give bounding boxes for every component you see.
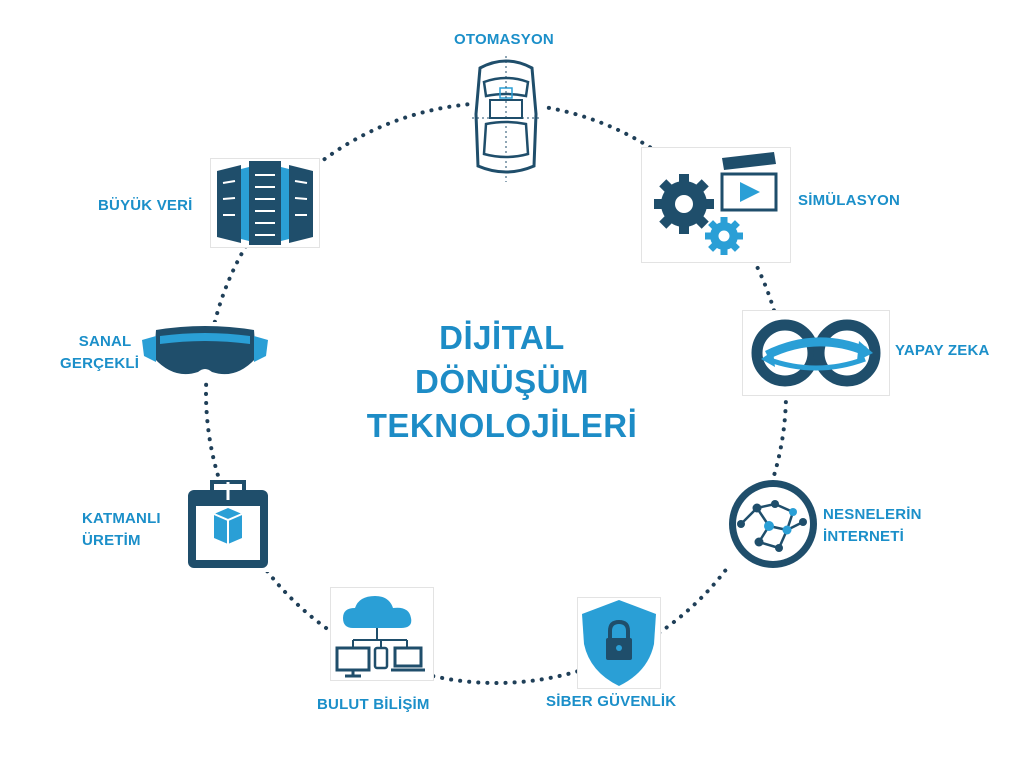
label-katmanli-uretim-line-1: KATMANLI <box>82 510 161 527</box>
label-sanal-gerceklik: SANAL GERÇEKLİK <box>60 331 150 375</box>
label-nesnelerin-interneti-line-1: NESNELERİN <box>823 506 922 523</box>
cloud-devices-icon <box>330 587 434 681</box>
center-title: DİJİTAL DÖNÜŞÜM TEKNOLOJİLERİ <box>332 316 672 448</box>
label-buyuk-veri: BÜYÜK VERİ <box>98 197 193 214</box>
3d-printer-icon <box>184 480 272 572</box>
label-nesnelerin-interneti: NESNELERİN İNTERNETİ <box>823 504 922 548</box>
server-racks-icon <box>210 158 320 248</box>
label-katmanli-uretim-line-2: ÜRETİM <box>82 532 141 549</box>
label-sanal-gerceklik-line-1: SANAL <box>78 333 132 350</box>
network-globe-icon <box>727 478 819 570</box>
center-title-line-2: DÖNÜŞÜM <box>415 363 589 400</box>
label-yapay-zeka: YAPAY ZEKA <box>895 342 990 359</box>
center-title-line-3: TEKNOLOJİLERİ <box>366 407 638 444</box>
shield-lock-icon <box>577 597 661 689</box>
vr-headset-icon <box>140 322 270 382</box>
gears-clapperboard-icon <box>641 147 791 263</box>
label-bulut-bilisim: BULUT BİLİŞİM <box>317 696 430 713</box>
label-siber-guvenlik: SİBER GÜVENLİK <box>546 693 677 710</box>
label-nesnelerin-interneti-line-2: İNTERNETİ <box>823 528 904 545</box>
center-title-line-1: DİJİTAL <box>439 319 565 356</box>
label-sanal-gerceklik-line-2: GERÇEKLİK <box>60 355 151 372</box>
autonomous-car-icon <box>470 54 542 184</box>
label-otomasyon: OTOMASYON <box>454 31 554 48</box>
infinity-loop-icon <box>742 310 890 396</box>
label-simulasyon: SİMÜLASYON <box>798 192 901 209</box>
label-katmanli-uretim: KATMANLI ÜRETİM <box>82 508 161 552</box>
